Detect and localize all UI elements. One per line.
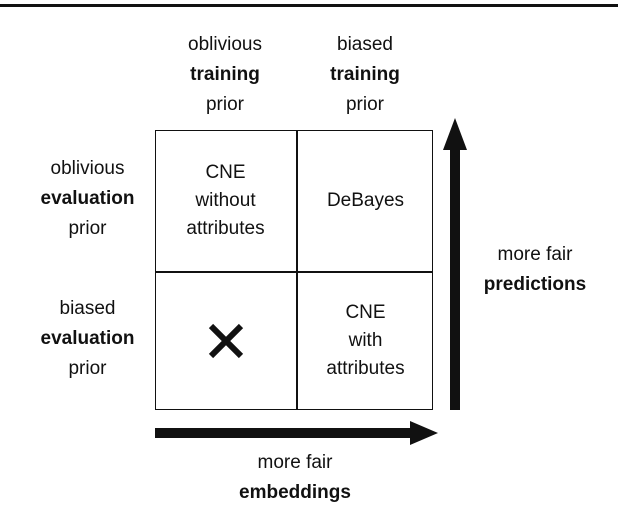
grid-divider-vertical bbox=[296, 131, 298, 409]
grid-divider-horizontal bbox=[156, 271, 432, 273]
quadrant-grid: CNE without attributes DeBayes CNE with … bbox=[155, 130, 433, 410]
col-label-line: oblivious bbox=[188, 34, 262, 55]
row-label-line: oblivious bbox=[50, 158, 125, 179]
row-header-biased: biased evaluation prior bbox=[20, 294, 155, 384]
cell-text: CNE bbox=[205, 161, 246, 183]
cell-text: attributes bbox=[326, 357, 405, 379]
top-rule bbox=[0, 4, 618, 7]
cell-text: with bbox=[348, 329, 383, 351]
row-label-line: biased bbox=[59, 298, 116, 319]
cell-text: attributes bbox=[186, 217, 265, 239]
cell-cne-with-attributes: CNE with attributes bbox=[296, 271, 435, 410]
cell-text: CNE bbox=[345, 301, 386, 323]
col-label-bold: training bbox=[330, 64, 400, 85]
axis-label-line: more fair bbox=[497, 244, 573, 265]
axis-label-bold: embeddings bbox=[239, 482, 351, 503]
col-label-bold: training bbox=[190, 64, 260, 85]
cell-text: without bbox=[195, 189, 256, 211]
col-label-line: biased bbox=[337, 34, 393, 55]
cell-empty bbox=[156, 271, 295, 410]
axis-label-bold: predictions bbox=[483, 274, 587, 295]
cell-text: DeBayes bbox=[326, 189, 405, 211]
row-label-line: prior bbox=[68, 358, 107, 379]
row-header-oblivious: oblivious evaluation prior bbox=[20, 154, 155, 244]
axis-label-line: more fair bbox=[257, 452, 333, 473]
row-label-bold: evaluation bbox=[40, 328, 135, 349]
cell-cne-without-attributes: CNE without attributes bbox=[156, 131, 295, 270]
cross-icon bbox=[208, 323, 243, 358]
col-label-line: prior bbox=[345, 94, 384, 115]
column-header-biased: biased training prior bbox=[295, 30, 435, 120]
col-label-line: prior bbox=[205, 94, 244, 115]
row-label-bold: evaluation bbox=[40, 188, 135, 209]
cell-debayes: DeBayes bbox=[296, 131, 435, 270]
vertical-arrow bbox=[443, 118, 467, 410]
column-header-oblivious: oblivious training prior bbox=[155, 30, 295, 120]
horizontal-axis-label: more fair embeddings bbox=[195, 448, 395, 508]
row-label-line: prior bbox=[68, 218, 107, 239]
vertical-axis-label: more fair predictions bbox=[460, 240, 610, 300]
horizontal-arrow bbox=[155, 421, 438, 445]
